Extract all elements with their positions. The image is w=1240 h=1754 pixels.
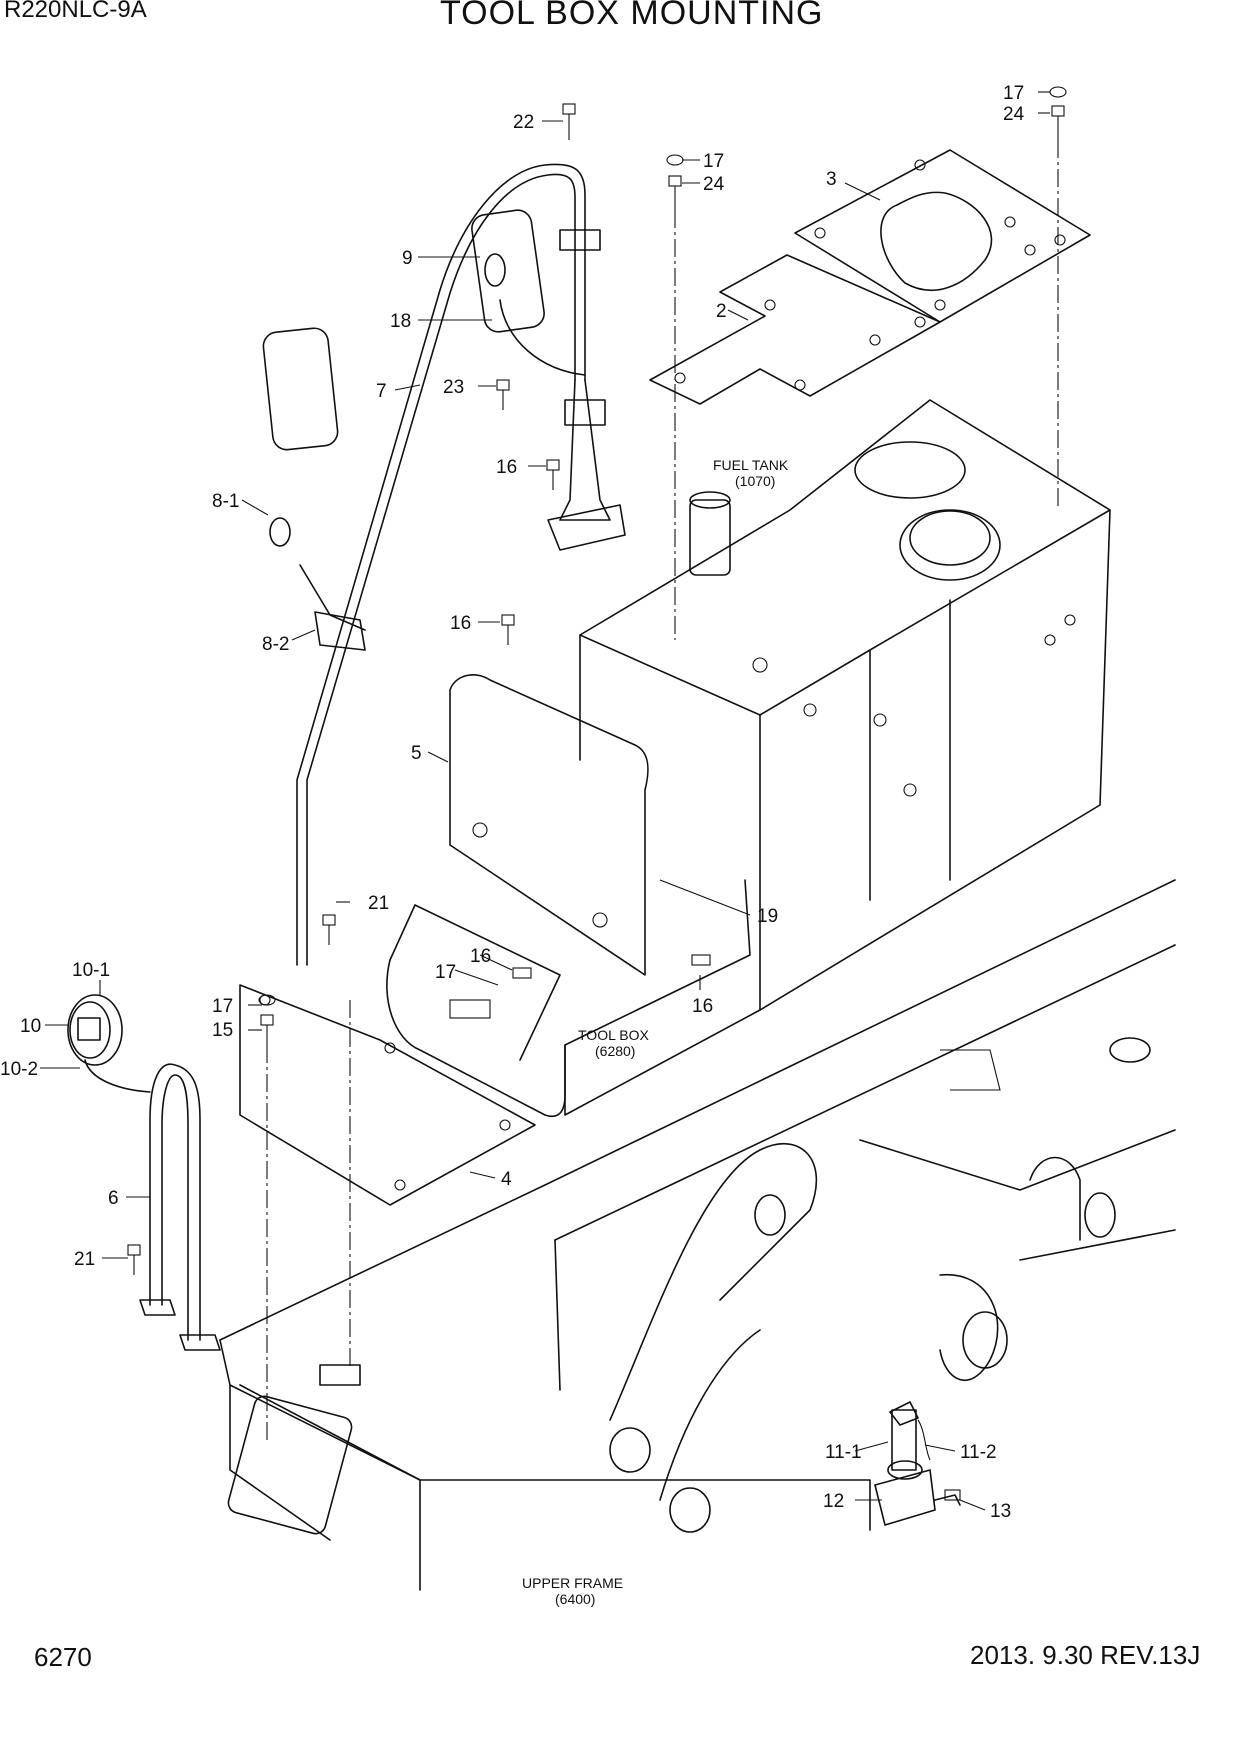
page-title: TOOL BOX MOUNTING bbox=[440, 0, 824, 32]
callout-24: 24 bbox=[703, 174, 725, 195]
callout-10-2: 10-2 bbox=[0, 1059, 38, 1080]
callout-8-2: 8-2 bbox=[262, 634, 289, 655]
mirror-9 bbox=[471, 209, 606, 426]
callout-11-2: 11-2 bbox=[960, 1442, 997, 1463]
upper-frame-label: UPPER FRAME bbox=[522, 1575, 623, 1591]
callout-10-1: 10-1 bbox=[72, 960, 110, 981]
mirror-8-1 bbox=[262, 327, 366, 651]
floor-plate-4 bbox=[239, 984, 536, 1206]
page-number: 6270 bbox=[34, 1642, 92, 1672]
callout-17: 17 bbox=[1003, 83, 1024, 104]
mirror-stay-7 bbox=[296, 163, 626, 966]
callout-23: 23 bbox=[443, 377, 464, 398]
floor-plate-2 bbox=[649, 254, 941, 405]
door-stopper bbox=[874, 1401, 961, 1526]
callout-9: 9 bbox=[402, 248, 413, 269]
callout-18: 18 bbox=[390, 311, 411, 332]
handrail-6 bbox=[139, 1063, 221, 1351]
bolts bbox=[127, 86, 1067, 1501]
callout-17: 17 bbox=[212, 996, 233, 1017]
tool-box bbox=[386, 674, 761, 1117]
fuel-tank bbox=[579, 399, 1111, 1011]
callout-16: 16 bbox=[496, 457, 517, 478]
upper-frame bbox=[219, 879, 1176, 1591]
callout-16: 16 bbox=[692, 996, 713, 1017]
callout-19: 19 bbox=[757, 906, 778, 927]
callout-2: 2 bbox=[716, 301, 727, 322]
callout-16: 16 bbox=[470, 946, 491, 967]
callout-6: 6 bbox=[108, 1188, 119, 1209]
work-lamp-10 bbox=[67, 994, 151, 1093]
model-number: R220NLC-9A bbox=[4, 0, 147, 23]
callout-21: 21 bbox=[74, 1249, 95, 1270]
callout-21: 21 bbox=[368, 893, 389, 914]
callout-4: 4 bbox=[501, 1169, 512, 1190]
callout-8-1: 8-1 bbox=[212, 491, 239, 512]
callout-3: 3 bbox=[826, 169, 837, 190]
upper-frame-code: (6400) bbox=[555, 1591, 595, 1607]
callout-labels: 22 17 24 3 17 24 9 2 18 7 23 16 FUEL TAN… bbox=[0, 83, 1025, 1607]
leader-lines bbox=[40, 91, 1050, 1511]
callout-13: 13 bbox=[990, 1501, 1011, 1522]
tool-box-code: (6280) bbox=[595, 1043, 635, 1059]
callout-10: 10 bbox=[20, 1016, 41, 1037]
callout-12: 12 bbox=[823, 1491, 844, 1512]
callout-7: 7 bbox=[376, 381, 387, 402]
callout-15: 15 bbox=[212, 1020, 233, 1041]
callout-22: 22 bbox=[513, 112, 534, 133]
fuel-tank-code: (1070) bbox=[735, 473, 775, 489]
callout-16: 16 bbox=[450, 613, 471, 634]
tool-box-label: TOOL BOX bbox=[578, 1027, 649, 1043]
callout-17: 17 bbox=[435, 962, 456, 983]
callout-11-1: 11-1 bbox=[825, 1442, 862, 1463]
callout-17: 17 bbox=[703, 151, 724, 172]
callout-5: 5 bbox=[411, 743, 422, 764]
callout-24: 24 bbox=[1003, 104, 1025, 125]
fuel-tank-label: FUEL TANK bbox=[713, 457, 789, 473]
floor-plate-3 bbox=[794, 149, 1091, 323]
revision-date: 2013. 9.30 REV.13J bbox=[970, 1640, 1201, 1670]
